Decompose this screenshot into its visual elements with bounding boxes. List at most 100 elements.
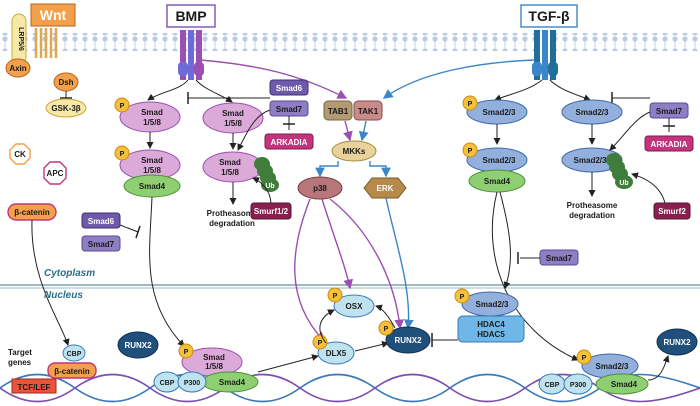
runx2-center	[385, 326, 431, 354]
smurf2-box	[653, 202, 691, 220]
gsk3b-node	[45, 98, 87, 118]
bmp-ubiquitin-chain	[254, 157, 279, 192]
phospho-badge	[327, 287, 343, 303]
runx2-right-label: RUNX2	[663, 338, 691, 347]
phospho-badge-label: P	[333, 293, 338, 300]
bmp-smad7-label: Smad7	[276, 105, 303, 114]
tab1-label: TAB1	[328, 107, 349, 116]
tgfb-to-tak1-arrow	[382, 59, 536, 99]
osx-node	[333, 294, 375, 318]
apc-label: APC	[47, 169, 64, 178]
phospho-badge	[576, 349, 592, 365]
phospho-badge	[454, 288, 470, 304]
runx2-left	[117, 331, 159, 359]
bmp-label: BMP	[175, 8, 206, 24]
wnt-label: Wnt	[40, 7, 67, 23]
tgf-smad23-2-label: Smad2/3	[483, 156, 516, 165]
nuc-bmp-smad4-label: Smad4	[219, 378, 246, 387]
nuc-hdac-smad23-label: Smad2/3	[476, 300, 509, 309]
tgf-smad4-label: Smad4	[484, 177, 511, 186]
tgf-ubiquitin-chain	[606, 153, 633, 189]
smurf2-label: Smurf2	[658, 207, 686, 216]
phospho-badge-label: P	[582, 355, 587, 362]
nuc-tgf-p300	[563, 373, 593, 395]
bmp-smad158-4	[202, 151, 264, 183]
tak1-to-mkks-arrow	[358, 120, 369, 142]
smad6-inhibitor-label: Smad6	[88, 217, 115, 226]
tgfb-right-arrow	[549, 79, 591, 102]
tak1-node	[353, 100, 383, 121]
tab1-to-mkks-arrow	[343, 120, 353, 142]
axin-node	[5, 58, 31, 78]
dna-helix	[0, 373, 700, 403]
bmp-receptor	[178, 30, 204, 80]
nuc-tgf-smad4-label: Smad4	[611, 380, 638, 389]
dlx5-to-runx2-arrow	[354, 341, 389, 352]
bmp-receptor-left-arrow	[147, 79, 189, 101]
p38-to-dlx5-arrow	[294, 198, 325, 343]
hdac-box	[457, 315, 525, 343]
smad6-7-inhibit-line	[119, 224, 139, 233]
beta-catenin-nuclear	[47, 362, 97, 379]
smurf-to-smad-arrow	[252, 177, 272, 204]
tak1-label: TAK1	[358, 107, 379, 116]
phospho-badge	[462, 142, 478, 158]
smad7-inhibitor-label: Smad7	[88, 240, 115, 249]
runx2-right	[656, 328, 698, 356]
ck-label: CK	[14, 150, 26, 159]
bmp-ligand-box	[166, 4, 216, 28]
bmp-smad6-box	[269, 79, 309, 96]
tgf-complex-to-runx2-arrow	[647, 355, 670, 381]
phospho-badge-label: P	[460, 294, 465, 301]
bmp-arkadia-label: ARKADIA	[271, 138, 308, 147]
phospho-badge	[462, 95, 478, 111]
smurf2-to-smad-arrow	[631, 172, 666, 204]
nuc-tgf-cbp-label: CBP	[545, 382, 560, 389]
dsh-label: Dsh	[58, 78, 73, 87]
dlx5-label: DLX5	[326, 349, 347, 358]
smad6-7-inhibit-bar	[135, 225, 141, 239]
tgfb-ligand-box	[520, 4, 578, 28]
smad-to-dlx5-arrow	[257, 354, 319, 373]
phospho-badge-label: P	[120, 151, 125, 158]
tgfb-label: TGF-β	[528, 8, 570, 24]
bmp-smad4-label: Smad4	[139, 182, 166, 191]
nuc-tgf-smad23-label: Smad2/3	[596, 362, 629, 371]
mkks-label: MKKs	[343, 147, 366, 156]
smad7-inhibitor-box	[81, 235, 121, 252]
phospho-badge-label: P	[120, 103, 125, 110]
wnt-ligand-box	[30, 3, 76, 27]
lrp56-label: LRP5/6	[17, 27, 24, 51]
nuc-tgf-p300-label: P300	[570, 382, 586, 389]
bmp-arkadia-box	[264, 133, 314, 150]
beta-catenin-cyto-label: β-catenin	[14, 208, 50, 217]
phospho-badge-label: P	[384, 326, 389, 333]
nuc-tgf-smad4	[595, 373, 649, 395]
tgf-arkadia-box	[644, 135, 694, 152]
bmp-smad7-to-smad-arrow	[237, 109, 271, 151]
gsk3b-label: GSK-3β	[51, 104, 80, 113]
tcf-lef-box	[11, 378, 57, 394]
mkks-to-p38-arrow	[315, 161, 339, 178]
phospho-badge	[378, 320, 394, 336]
phospho-badge	[114, 97, 130, 113]
tgf-ub-label: Ub	[619, 180, 628, 187]
tgf-smad23-4-label: Smad2/3	[574, 156, 607, 165]
phospho-badge-label: P	[184, 349, 189, 356]
tab1-node	[323, 100, 353, 121]
phospho-badge	[178, 343, 194, 359]
erk-label: ERK	[377, 184, 394, 193]
cbp-wnt-label: CBP	[67, 351, 82, 358]
phospho-badge-label: P	[468, 148, 473, 155]
p38-label: p38	[313, 184, 327, 193]
tgf-to-nucleus-arrow	[491, 191, 579, 361]
phospho-badge	[114, 145, 130, 161]
ck-octagon	[9, 143, 31, 165]
